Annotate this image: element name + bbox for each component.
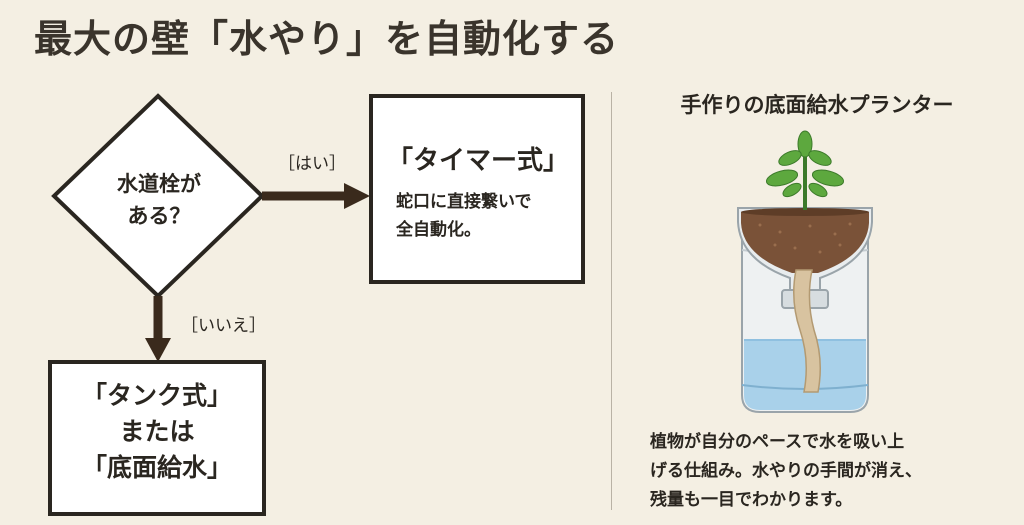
timer-box bbox=[369, 94, 585, 284]
soil-top bbox=[741, 208, 869, 216]
planter-desc-line-1: 植物が自分のペースで水を吸い上 bbox=[650, 432, 905, 452]
decision-line-2: ある？ bbox=[127, 204, 191, 228]
planter-desc-line-2: げる仕組み。水やりの手間が消え、 bbox=[650, 461, 922, 481]
planter-desc-line-3: 残量も一目でわかります。 bbox=[650, 490, 853, 510]
planter-description: 植物が自分のペースで水を吸い上 げる仕組み。水やりの手間が消え、 残量も一目でわ… bbox=[650, 428, 1010, 515]
plant-leaf-icon bbox=[765, 130, 845, 198]
no-label: ［いいえ］ bbox=[181, 316, 266, 336]
wick bbox=[793, 269, 821, 393]
page-title: 最大の壁「水やり」を自動化する bbox=[34, 17, 620, 61]
planter-illustration bbox=[737, 130, 873, 413]
yes-arrow-head bbox=[344, 183, 370, 209]
tank-line-1: 「タンク式」 bbox=[81, 381, 232, 410]
timer-box-title: 「タイマー式」 bbox=[386, 146, 569, 176]
tank-box-text: 「タンク式」 または 「底面給水」 bbox=[50, 378, 264, 486]
tank-box bbox=[48, 360, 266, 516]
soil-texture bbox=[758, 222, 852, 254]
timer-box-description: 蛇口に直接繋いで 全自動化。 bbox=[396, 188, 576, 244]
yes-label: ［はい］ bbox=[278, 154, 346, 174]
decision-text: 水道栓が ある？ bbox=[84, 168, 234, 232]
flowchart bbox=[48, 93, 585, 516]
soil bbox=[741, 212, 869, 273]
timer-desc-line-1: 蛇口に直接繋いで bbox=[396, 192, 532, 212]
tank-line-2: または bbox=[119, 417, 195, 446]
no-arrow-head bbox=[145, 338, 171, 362]
planter-title: 手作りの底面給水プランター bbox=[680, 93, 954, 117]
water bbox=[744, 340, 866, 410]
tank-line-3: 「底面給水」 bbox=[81, 453, 232, 482]
decision-line-1: 水道栓が bbox=[117, 172, 201, 196]
timer-desc-line-2: 全自動化。 bbox=[396, 220, 481, 240]
section-divider bbox=[611, 92, 612, 510]
